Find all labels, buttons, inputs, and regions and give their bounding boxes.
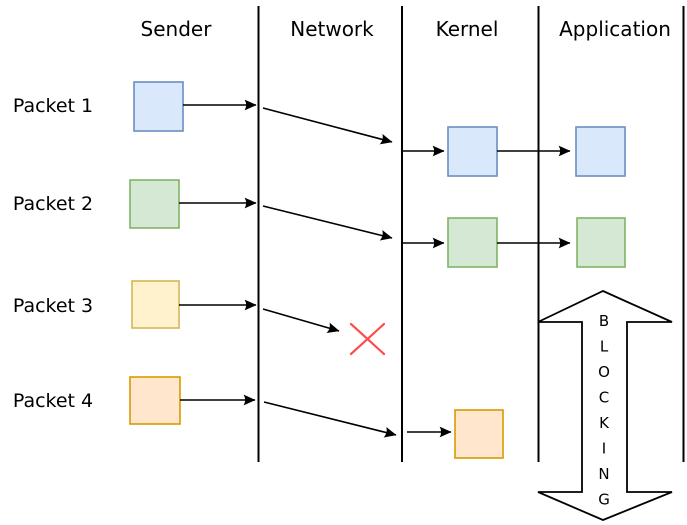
packet-4-sender-box (129, 376, 181, 425)
blocking-letter-c: C (599, 389, 609, 407)
blocking-letter-g: G (598, 491, 610, 509)
packet-loss-x-icon (349, 322, 386, 356)
blocking-letter-n: N (598, 465, 609, 483)
packet-4-label: Packet 4 (13, 390, 93, 412)
column-header-application: Application (559, 17, 671, 41)
packet-loss-x-stroke-2 (349, 322, 386, 356)
packet-2-label: Packet 2 (13, 193, 93, 215)
packet-1-kernel-box (447, 126, 498, 177)
blocking-double-arrow (537, 290, 673, 521)
blocking-letter-o: O (598, 363, 610, 381)
blocking-letter-i: I (602, 440, 606, 458)
packet-1-label: Packet 1 (13, 95, 93, 117)
column-header-sender: Sender (141, 17, 213, 41)
blocking-letter-k: K (599, 414, 610, 432)
packet-2-arrow-across-network (262, 205, 393, 241)
packet-2-sender-box (129, 179, 180, 229)
column-header-kernel: Kernel (436, 17, 499, 41)
blocking-word: B L O C K I N G (598, 312, 610, 509)
packet-2-kernel-box (447, 217, 498, 268)
column-header-network: Network (290, 17, 374, 41)
packet-1-arrow-across-network (262, 107, 393, 145)
packet-3-arrow-across-network (262, 308, 340, 334)
packet-1-application-box (575, 126, 626, 177)
packet-1-sender-box (133, 81, 184, 132)
blocking-letter-l: L (600, 338, 609, 356)
blocking-letter-b: B (599, 312, 609, 330)
packet-4-kernel-box (454, 409, 504, 459)
packet-2-application-box (576, 217, 626, 268)
packet-3-label: Packet 3 (13, 295, 93, 317)
packet-3-sender-box (131, 280, 180, 329)
packet-4-arrow-across-network (263, 401, 397, 438)
